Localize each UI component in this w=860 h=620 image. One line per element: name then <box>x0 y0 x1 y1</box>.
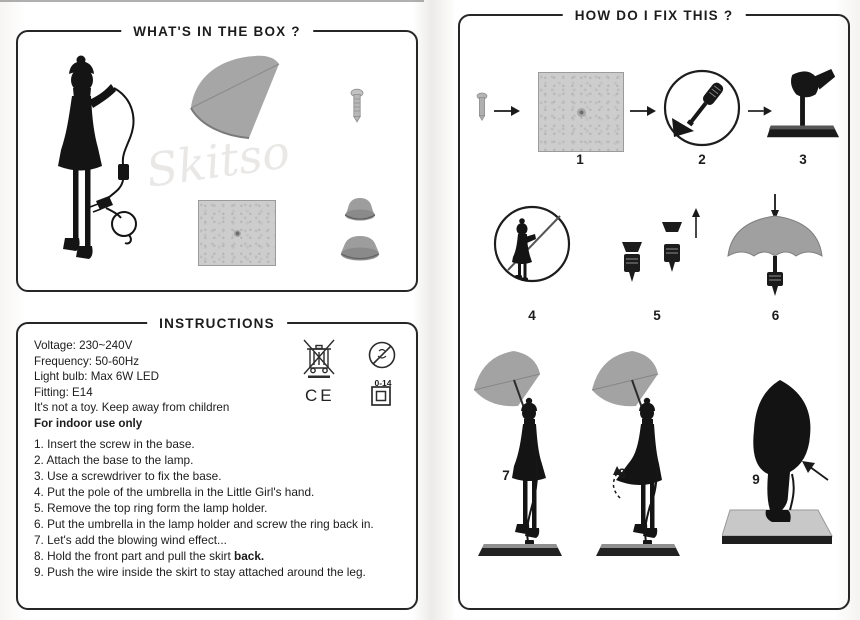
panel-title: INSTRUCTIONS <box>147 314 287 333</box>
girl-silhouette <box>58 55 137 259</box>
indoor-use-note: For indoor use only <box>34 416 143 430</box>
no-children-icon <box>368 341 396 369</box>
base-part <box>198 200 276 266</box>
step-number: 6 <box>771 308 780 323</box>
step-number: 7 <box>502 468 510 483</box>
spec-line: Frequency: 50-60Hz <box>34 354 140 368</box>
arrow-right-icon <box>748 106 772 116</box>
step-number: 8 <box>618 466 626 481</box>
step8-wind-diagram <box>591 351 680 556</box>
lamp-holder-parts <box>340 198 380 261</box>
arrow-right-icon <box>494 106 520 116</box>
step-number: 2 <box>698 152 706 167</box>
screw-in-base <box>576 107 586 117</box>
spec-line: It's not a toy. Keep away from children <box>34 401 230 415</box>
screw-icon <box>476 92 488 121</box>
spec-line: Light bulb: Max 6W LED <box>34 370 160 384</box>
step-number: 4 <box>528 308 536 323</box>
step6-umbrella-diagram <box>727 194 823 296</box>
instruction-step: 9. Push the wire inside the skirt to sta… <box>34 565 366 579</box>
step-number: 9 <box>752 472 760 487</box>
instruction-step: 2. Attach the base to the lamp. <box>34 453 194 467</box>
step-number: 3 <box>799 152 807 167</box>
instruction-step: 5. Remove the top ring form the lamp hol… <box>34 501 268 515</box>
panel-whats-in-the-box: WHAT'S IN THE BOX ? Skitso <box>16 22 418 292</box>
arrow-right-icon <box>630 106 656 116</box>
step-number: 1 <box>576 152 584 167</box>
step8-bold-word: back. <box>234 549 265 563</box>
age-badge: 0-14 <box>374 378 392 388</box>
spec-block: Voltage: 230~240V Frequency: 50-60Hz Lig… <box>34 338 294 432</box>
double-insulation-icon <box>371 386 391 406</box>
instruction-step: 6. Put the umbrella in the lamp holder a… <box>34 517 374 531</box>
step8-text: 8. Hold the front part and pull the skir… <box>34 549 234 563</box>
spec-line: Fitting: E14 <box>34 385 93 399</box>
scan-edge <box>0 0 424 2</box>
panel-title: WHAT'S IN THE BOX ? <box>121 22 313 41</box>
step7-assembled-diagram <box>473 351 562 556</box>
steps-list: 1. Insert the screw in the base. 2. Atta… <box>34 436 406 580</box>
instruction-step: 3. Use a screwdriver to fix the base. <box>34 469 222 483</box>
instruction-step: 1. Insert the screw in the base. <box>34 437 195 451</box>
screw-part <box>350 88 364 123</box>
panel-instructions: INSTRUCTIONS Voltage: 230~240V Frequency… <box>16 314 418 610</box>
step5-ring-diagram <box>622 208 700 282</box>
step9-wire-diagram <box>722 380 833 544</box>
weee-bin-icon <box>303 339 335 378</box>
instruction-step: 8. Hold the front part and pull the skir… <box>34 548 406 564</box>
instruction-step: 7. Let's add the blowing wind effect... <box>34 533 227 547</box>
age-restriction-icon: 0-14 <box>366 340 400 388</box>
umbrella-canopy-part <box>190 55 280 139</box>
step3-hand-diagram <box>766 69 840 138</box>
spec-line: Voltage: 230~240V <box>34 339 133 352</box>
screw-hole <box>233 229 241 237</box>
step-number: 5 <box>653 308 661 323</box>
step1-base-diagram <box>538 72 624 152</box>
ce-mark: CE <box>305 386 335 405</box>
step2-screwdriver-diagram <box>663 69 741 147</box>
instruction-step: 4. Put the pole of the umbrella in the L… <box>34 485 315 499</box>
step4-pole-diagram <box>493 205 571 283</box>
panel-title: HOW DO I FIX THIS ? <box>562 6 746 25</box>
panel-how-to-fix: HOW DO I FIX THIS ? 1 <box>458 6 850 610</box>
